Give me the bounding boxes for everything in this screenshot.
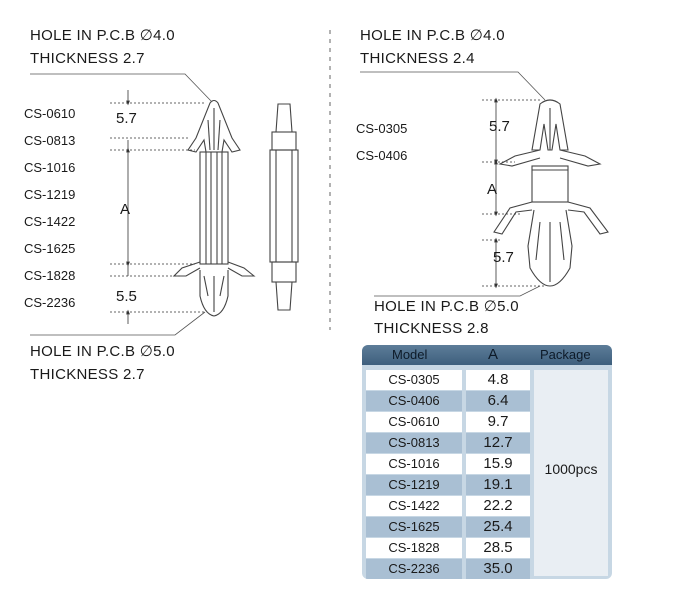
left-dim-a: A <box>120 201 131 218</box>
model-cell: CS-2236 <box>366 559 462 579</box>
right-model-label: CS-0305 <box>356 121 408 136</box>
left-model-label: CS-1219 <box>24 187 76 202</box>
a-value-cell: 12.7 <box>466 433 530 453</box>
right-top-note-line2: THICKNESS 2.4 <box>360 50 475 67</box>
right-dim-bottom: 5.7 <box>493 249 514 266</box>
left-leaders <box>30 73 213 336</box>
right-dim-top: 5.7 <box>489 118 510 135</box>
package-cell <box>534 370 608 576</box>
right-model-label: CS-0406 <box>356 148 408 163</box>
left-front-view <box>172 99 256 317</box>
left-model-label: CS-0610 <box>24 106 76 121</box>
right-top-note-line1: HOLE IN P.C.B ∅4.0 <box>360 27 505 44</box>
left-model-label: CS-1828 <box>24 268 76 283</box>
left-top-note-line2: THICKNESS 2.7 <box>30 50 145 67</box>
package-value: 1000pcs <box>544 461 598 477</box>
model-cell: CS-1625 <box>366 517 462 537</box>
header-package: Package <box>540 347 591 362</box>
model-cell: CS-1016 <box>366 454 462 474</box>
table-header: Model A Package <box>362 345 612 365</box>
model-cell: CS-0305 <box>366 370 462 390</box>
a-value-cell: 22.2 <box>466 496 530 516</box>
model-cell: CS-1219 <box>366 475 462 495</box>
model-cell: CS-1828 <box>366 538 462 558</box>
right-dimensions <box>482 97 545 289</box>
left-side-view <box>269 103 299 311</box>
a-value-cell: 19.1 <box>466 475 530 495</box>
left-dim-top: 5.7 <box>116 110 137 127</box>
left-model-label: CS-1422 <box>24 214 76 229</box>
left-bottom-note-line1: HOLE IN P.C.B ∅5.0 <box>30 343 175 360</box>
right-front-view <box>493 99 609 287</box>
model-cell: CS-1422 <box>366 496 462 516</box>
left-model-label: CS-0813 <box>24 133 76 148</box>
model-cell: CS-0406 <box>366 391 462 411</box>
right-bottom-note-line1: HOLE IN P.C.B ∅5.0 <box>374 298 519 315</box>
a-value-cell: 4.8 <box>466 370 530 390</box>
left-model-label: CS-2236 <box>24 295 76 310</box>
model-cell: CS-0813 <box>366 433 462 453</box>
model-cell: CS-0610 <box>366 412 462 432</box>
right-leaders <box>360 71 546 297</box>
left-dim-bottom: 5.5 <box>116 288 137 305</box>
a-value-cell: 15.9 <box>466 454 530 474</box>
header-model: Model <box>392 347 428 362</box>
left-model-label: CS-1016 <box>24 160 76 175</box>
a-value-cell: 9.7 <box>466 412 530 432</box>
a-value-cell: 25.4 <box>466 517 530 537</box>
left-dimensions <box>110 90 205 324</box>
right-dim-a: A <box>487 181 498 198</box>
left-bottom-note-line2: THICKNESS 2.7 <box>30 366 145 383</box>
right-bottom-note-line2: THICKNESS 2.8 <box>374 320 489 337</box>
a-value-cell: 28.5 <box>466 538 530 558</box>
left-model-label: CS-1625 <box>24 241 76 256</box>
left-top-note-line1: HOLE IN P.C.B ∅4.0 <box>30 27 175 44</box>
a-value-cell: 6.4 <box>466 391 530 411</box>
a-value-cell: 35.0 <box>466 559 530 579</box>
header-a: A <box>488 346 499 363</box>
